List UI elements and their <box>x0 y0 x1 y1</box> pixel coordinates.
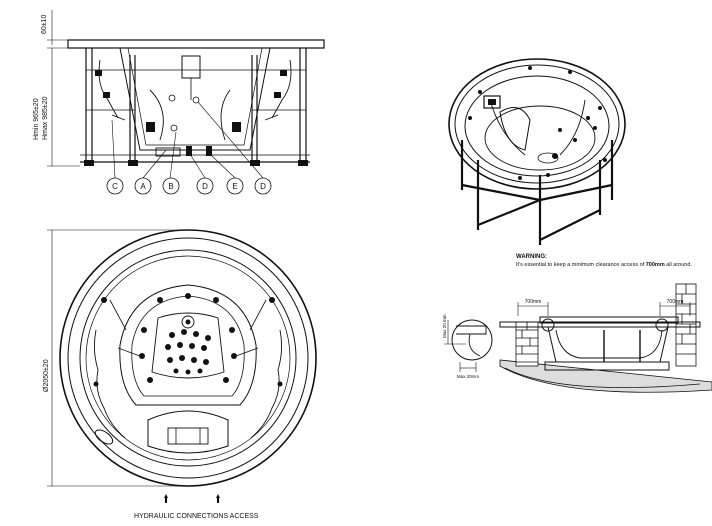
svg-text:D: D <box>202 182 208 191</box>
svg-text:C: C <box>112 182 118 191</box>
dim-max-depth: Max 20mm <box>457 374 480 379</box>
hydraulic-connections-label: HYDRAULIC CONNECTIONS ACCESS <box>134 513 259 520</box>
dim-height-max: Hmax 985±20 <box>42 96 49 140</box>
dim-max-height: Max 20 mm <box>442 314 447 338</box>
detail-inset: Max 20 mm Max 20mm <box>442 314 493 379</box>
clearance-left-label: 700mm <box>525 299 542 305</box>
svg-text:B: B <box>168 182 173 191</box>
callout-b: B <box>162 177 180 195</box>
svg-text:D: D <box>260 182 266 191</box>
callout-c: C <box>106 177 124 195</box>
warning-text-before: It's essential to keep a minimum clearan… <box>516 262 646 268</box>
perspective-view <box>448 58 626 245</box>
warning-title: WARNING: <box>516 254 547 260</box>
callout-a: A <box>134 177 152 195</box>
clearance-section-view: 700mm 700mm Max 20 mm Max 20mm <box>442 283 712 393</box>
warning-text: It's essential to keep a minimum clearan… <box>516 262 692 268</box>
dim-diameter: Ø2050±20 <box>43 359 50 392</box>
svg-text:A: A <box>140 182 146 191</box>
dim-height-min: Hmin 965±20 <box>33 98 40 140</box>
callout-d-2: D <box>254 177 272 195</box>
hydraulic-access-arrows <box>164 494 220 503</box>
front-elevation-view: 60±10 Hmin 965±20 Hmax 985±20 C A B D <box>33 10 325 195</box>
callout-e: E <box>226 177 244 195</box>
warning-text-after: all around. <box>664 262 692 268</box>
clearance-right-label: 700mm <box>667 299 684 305</box>
warning-value: 700mm <box>645 262 665 268</box>
callout-d-1: D <box>196 177 214 195</box>
plan-view: Ø2050±20 <box>43 229 317 503</box>
svg-text:E: E <box>232 182 237 191</box>
dim-top-thickness: 60±10 <box>41 14 48 34</box>
